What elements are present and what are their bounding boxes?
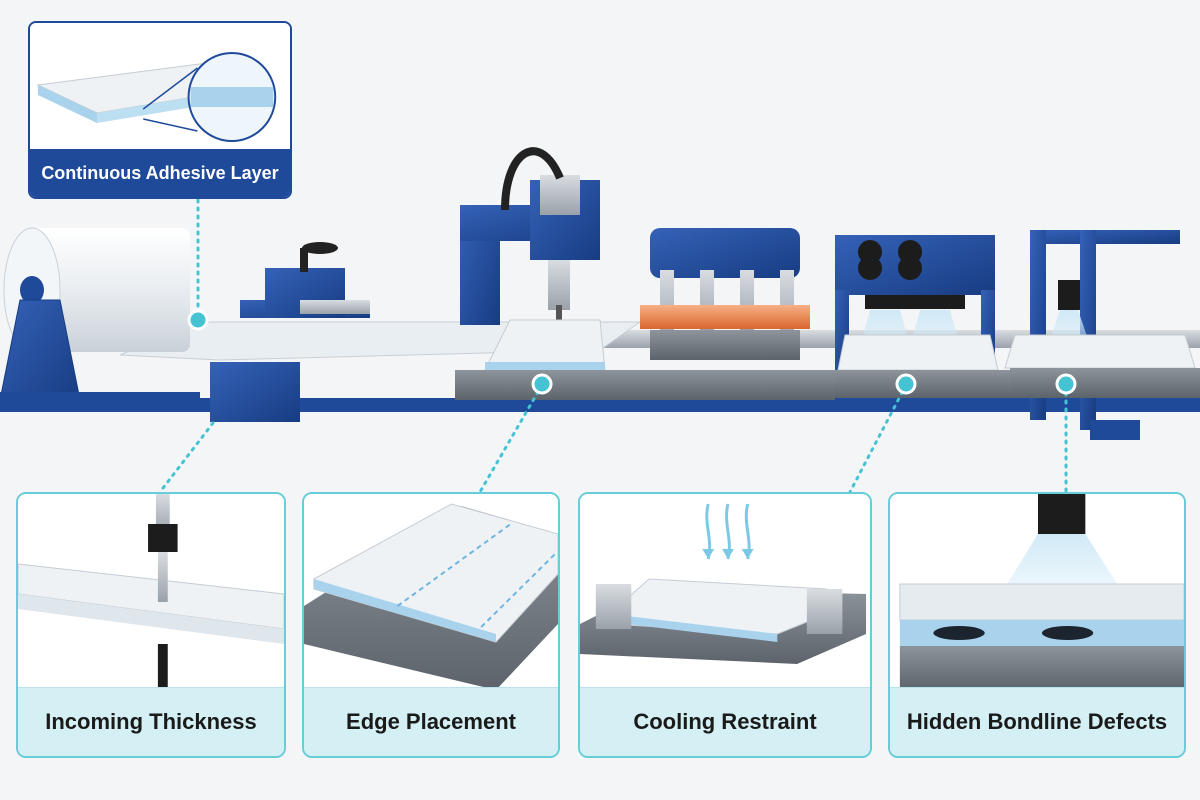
card-edge-placement: Edge Placement	[302, 492, 560, 758]
heated-press	[640, 228, 810, 360]
card-incoming-thickness: Incoming Thickness	[16, 492, 286, 758]
cutter-unit	[210, 242, 370, 422]
callout-connectors	[158, 198, 1068, 494]
cooling-station	[835, 235, 1010, 398]
film-roll	[0, 227, 200, 404]
adhesive-layer-callout: Continuous Adhesive Layer	[28, 21, 292, 199]
station-markers	[187, 309, 1077, 395]
bondline-defects-illustration	[890, 494, 1184, 690]
edge-placement-illustration	[304, 494, 558, 690]
adhesive-layer-label: Continuous Adhesive Layer	[30, 149, 290, 197]
edge-placement-label: Edge Placement	[304, 687, 558, 756]
adhesive-layer-illustration	[30, 23, 290, 151]
thickness-gauge-illustration	[18, 494, 284, 690]
spindle-station	[455, 147, 835, 400]
incoming-thickness-label: Incoming Thickness	[18, 687, 284, 756]
cooling-restraint-label: Cooling Restraint	[580, 687, 870, 756]
bondline-defects-label: Hidden Bondline Defects	[890, 687, 1184, 756]
cooling-restraint-illustration	[580, 494, 870, 690]
card-hidden-bondline-defects: Hidden Bondline Defects	[888, 492, 1186, 758]
card-cooling-restraint: Cooling Restraint	[578, 492, 872, 758]
inspection-station	[1004, 230, 1200, 440]
